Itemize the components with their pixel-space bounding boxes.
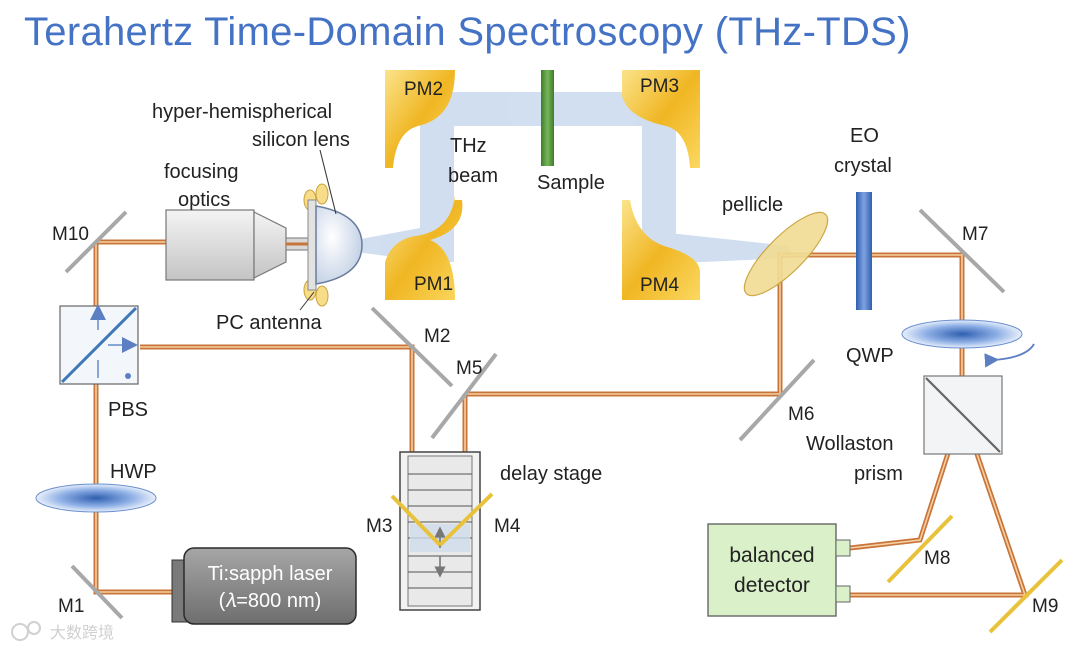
m2-mirror — [370, 306, 454, 388]
pbs-cube — [59, 304, 139, 385]
laser-label-line2: (𝜆=800 nm) — [219, 590, 322, 612]
label-pellicle: pellicle — [722, 194, 783, 216]
eo-crystal — [856, 192, 872, 310]
label-prism: prism — [854, 463, 903, 485]
label-m5: M5 — [456, 358, 482, 379]
watermark: 大数跨境 — [11, 621, 114, 642]
m1-mirror — [70, 564, 124, 620]
label-silicon-lens: silicon lens — [252, 129, 350, 151]
label-m2: M2 — [424, 326, 450, 347]
label-m10: M10 — [52, 224, 89, 245]
label-m6: M6 — [788, 404, 814, 425]
label-pc-antenna: PC antenna — [216, 312, 323, 334]
m5-mirror — [430, 352, 498, 440]
label-m8: M8 — [924, 548, 950, 569]
label-pbs: PBS — [108, 399, 148, 421]
watermark-text: 大数跨境 — [50, 623, 114, 642]
label-m1: M1 — [58, 596, 84, 617]
pm4-mirror: PM4 — [622, 200, 700, 300]
label-focusing: focusing — [164, 161, 239, 183]
laser-beam — [93, 239, 1029, 598]
m10-mirror — [64, 210, 128, 274]
label-m7: M7 — [962, 224, 988, 245]
m8-mirror — [886, 514, 954, 584]
sample-plate — [541, 70, 554, 166]
pellicle — [743, 211, 829, 297]
m4-mirror — [438, 492, 494, 547]
pm1-mirror: PM1 — [385, 196, 463, 300]
pm2-mirror: PM2 — [385, 70, 455, 168]
label-wollaston: Wollaston — [806, 433, 893, 455]
label-beam: beam — [448, 165, 498, 187]
m9-mirror — [988, 558, 1064, 634]
focusing-optics — [165, 209, 312, 281]
pm3-mirror: PM3 — [622, 70, 700, 168]
label-hwp: HWP — [110, 461, 157, 483]
qwp-plate — [901, 319, 1035, 368]
detector-label-line2: detector — [734, 574, 810, 597]
delay-stage — [399, 451, 481, 611]
pm4-label: PM4 — [640, 275, 680, 296]
m3-mirror — [390, 494, 442, 547]
label-hyper-hemispherical: hyper-hemispherical — [152, 101, 332, 123]
label-crystal: crystal — [834, 155, 892, 177]
detector-label-line1: balanced — [729, 544, 814, 567]
m7-mirror — [918, 208, 1006, 294]
label-sample: Sample — [537, 172, 605, 194]
pc-antenna-lens — [303, 183, 363, 307]
pointer-antenna — [299, 291, 315, 311]
ti-sapph-laser — [171, 547, 357, 625]
label-eo: EO — [850, 125, 879, 147]
wollaston-prism — [923, 375, 1003, 455]
pm2-label: PM2 — [404, 79, 443, 100]
label-optics: optics — [178, 189, 230, 211]
label-thz: THz — [450, 135, 487, 157]
page-title: Terahertz Time-Domain Spectroscopy (THz-… — [24, 10, 911, 54]
label-qwp: QWP — [846, 345, 894, 367]
balanced-detector — [707, 523, 851, 617]
label-m9: M9 — [1032, 596, 1058, 617]
label-m3: M3 — [366, 516, 392, 537]
pm1-label: PM1 — [414, 274, 453, 295]
m6-mirror — [738, 358, 816, 442]
hwp-plate — [35, 483, 157, 513]
laser-label-line1: Ti:sapph laser — [208, 563, 333, 585]
pointer-lens — [319, 149, 337, 215]
label-m4: M4 — [494, 516, 521, 537]
label-delay-stage: delay stage — [500, 463, 602, 485]
pm3-label: PM3 — [640, 76, 679, 97]
